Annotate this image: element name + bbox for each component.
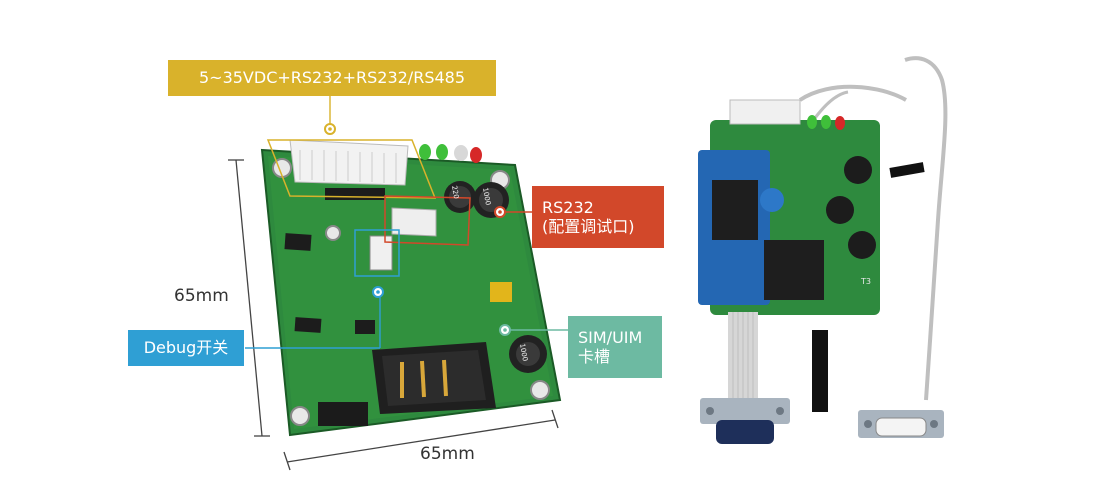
power-callout: 5~35VDC+RS232+RS232/RS485 [168, 60, 496, 96]
height-dimension-label: 65mm [174, 286, 229, 306]
sim-holder-bottom [764, 240, 824, 300]
right-assembly-figure: T3 [680, 40, 1090, 460]
top-connector [289, 139, 409, 186]
rs232-connector [391, 207, 437, 237]
left-board-drawing: 220 1000 1000 [228, 95, 568, 471]
left-board-figure: 220 1000 1000 [228, 95, 568, 471]
sim-callout-title: SIM/UIM [578, 327, 643, 347]
rs232-callout-title: RS232 [542, 197, 594, 217]
sim-callout: SIM/UIM 卡槽 [568, 316, 662, 378]
sim-slot [372, 342, 496, 414]
yellow-cap [490, 282, 512, 302]
cable-tie [889, 162, 925, 178]
capacitors [444, 181, 547, 373]
cap2-label: 1000 [481, 187, 492, 206]
leds [419, 144, 482, 163]
mounting-holes [272, 158, 550, 426]
debug-callout-label: Debug开关 [143, 338, 229, 358]
pin-header [318, 402, 368, 426]
antenna [812, 330, 828, 412]
power-callout-label: 5~35VDC+RS232+RS232/RS485 [198, 68, 466, 88]
right-assembly-drawing: T3 [698, 56, 948, 444]
callout-outlines [266, 139, 471, 277]
rs232-callout: RS232 (配置调试口) [532, 186, 664, 248]
ribbon-connector [729, 99, 801, 125]
sim-holder-top [712, 180, 758, 240]
cap1-label: 220 [450, 185, 460, 200]
width-dimension-label: 65mm [420, 444, 475, 464]
ics [284, 188, 385, 334]
capacitor-markings: 220 1000 1000 [450, 185, 529, 362]
rs232-callout-subtitle: (配置调试口) [542, 217, 635, 236]
debug-callout: Debug开关 [128, 330, 244, 366]
debug-switch [369, 235, 393, 271]
db9-connector-left [700, 398, 790, 444]
t3-label: T3 [860, 277, 871, 286]
db9-connector-right [858, 410, 944, 438]
grey-cable-right [904, 56, 948, 401]
sim-callout-subtitle: 卡槽 [578, 347, 611, 366]
dimension-lines [228, 159, 559, 471]
cap3-label: 1000 [518, 343, 529, 362]
